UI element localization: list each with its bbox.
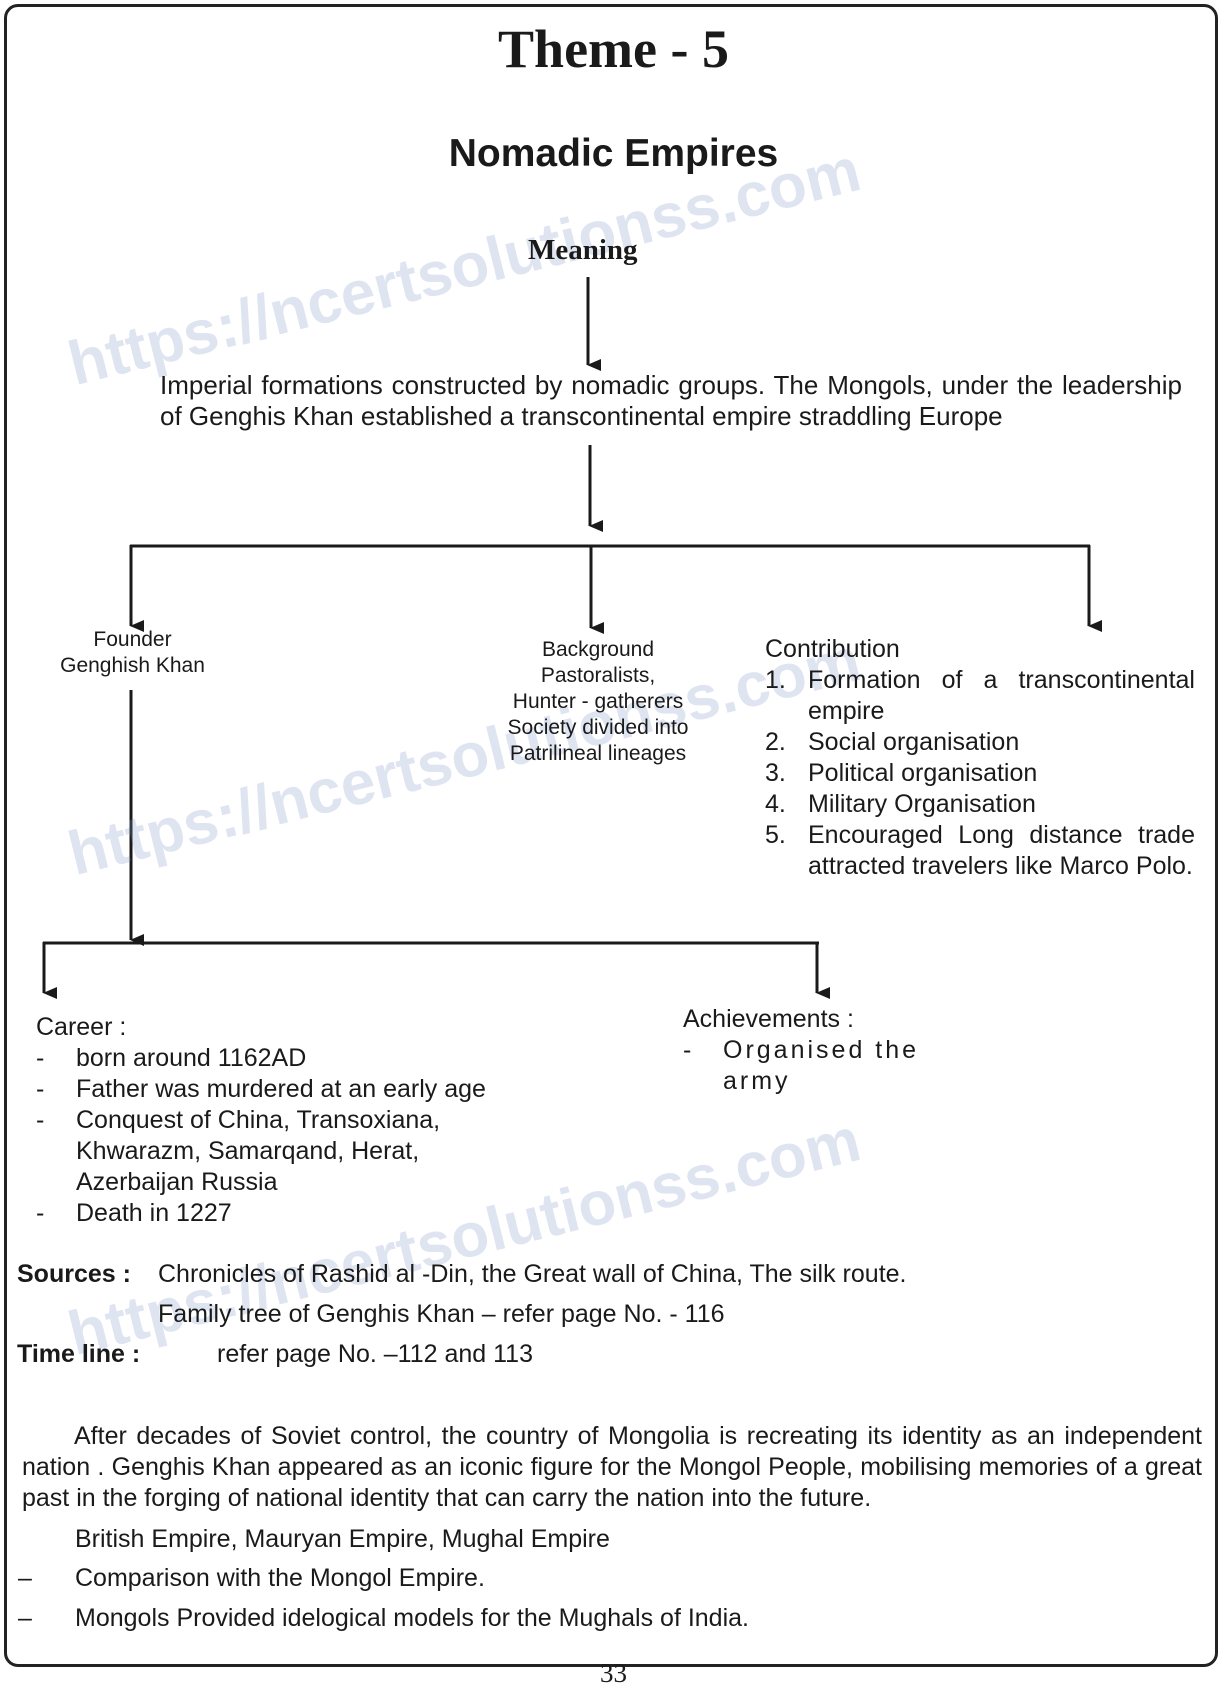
background-line: Hunter - gatherers <box>512 690 684 713</box>
background-line: Society divided into <box>507 716 689 739</box>
item-number: 5. <box>765 821 786 849</box>
item-number: 4. <box>765 790 786 818</box>
career-item: Conquest of China, Transoxiana, Khwarazm… <box>76 1106 441 1196</box>
empires-line: British Empire, Mauryan Empire, Mughal E… <box>75 1525 610 1553</box>
item-text: Formation of a transcontinental empire <box>808 666 1195 725</box>
founder-label: Founder <box>93 628 172 651</box>
list-item: -Father was murdered at an early age <box>36 1075 486 1103</box>
list-item: 5. Encouraged Long distance trade attrac… <box>765 820 1195 882</box>
list-item: – Comparison with the Mongol Empire. <box>18 1564 485 1592</box>
item-text: Encouraged Long distance trade attracted… <box>808 821 1195 880</box>
body-paragraph: After decades of Soviet control, the cou… <box>22 1422 1202 1512</box>
item-text: Social organisation <box>808 728 1020 756</box>
timeline-text: refer page No. –112 and 113 <box>217 1340 533 1368</box>
sources-label: Sources : <box>17 1260 131 1288</box>
list-item: 3. Political organisation <box>765 758 1195 789</box>
list-item: 1. Formation of a transcontinental empir… <box>765 665 1195 727</box>
sources-line: Chronicles of Rashid al -Din, the Great … <box>158 1260 907 1288</box>
achievements-title: Achievements : <box>683 1005 854 1033</box>
list-item: -born around 1162AD <box>36 1044 307 1072</box>
contribution-box: Contribution 1. Formation of a transcont… <box>765 634 1195 882</box>
item-text: Political organisation <box>808 759 1038 787</box>
career-item: born around 1162AD <box>76 1044 307 1072</box>
bullet-text: Mongols Provided idelogical models for t… <box>75 1604 749 1632</box>
list-item: 4. Military Organisation <box>765 789 1195 820</box>
career-item: Father was murdered at an early age <box>76 1075 486 1103</box>
contribution-title: Contribution <box>765 635 900 663</box>
list-item: -Organised the army <box>683 1035 983 1097</box>
bullet-text: Comparison with the Mongol Empire. <box>75 1564 485 1592</box>
item-number: 1. <box>765 666 786 694</box>
list-item: – Mongols Provided idelogical models for… <box>18 1604 749 1632</box>
item-number: 2. <box>765 728 786 756</box>
career-box: Career : -born around 1162AD -Father was… <box>36 1012 596 1229</box>
page-frame <box>4 4 1218 1667</box>
timeline-label: Time line : <box>17 1340 141 1368</box>
sources-section: Sources : Chronicles of Rashid al -Din, … <box>17 1259 1207 1370</box>
theme-heading: Theme - 5 <box>498 19 729 79</box>
item-text: Military Organisation <box>808 790 1036 818</box>
background-line: Pastoralists, <box>540 664 656 687</box>
background-line: Background <box>541 638 655 661</box>
page-number: 33 <box>600 1658 627 1688</box>
career-title: Career : <box>36 1013 127 1041</box>
founder-name: Genghish Khan <box>60 654 205 677</box>
meaning-label: Meaning <box>528 234 638 266</box>
achievement-item: Organised the army <box>723 1036 920 1095</box>
contribution-list: 1. Formation of a transcontinental empir… <box>765 665 1195 882</box>
meaning-text: Imperial formations constructed by nomad… <box>160 370 1182 431</box>
background-line: Patrilineal lineages <box>509 742 687 765</box>
list-item: -Death in 1227 <box>36 1199 232 1227</box>
career-item: Death in 1227 <box>76 1199 232 1227</box>
list-item: 2. Social organisation <box>765 727 1195 758</box>
bullet-list: – Comparison with the Mongol Empire. – M… <box>18 1563 1198 1634</box>
list-item: -Conquest of China, Transoxiana, Khwaraz… <box>36 1105 596 1198</box>
background-box: Background Pastoralists, Hunter - gather… <box>478 637 718 767</box>
sources-line: Family tree of Genghis Khan – refer page… <box>158 1300 725 1328</box>
item-number: 3. <box>765 759 786 787</box>
founder-box: Founder Genghish Khan <box>40 627 225 679</box>
achievements-box: Achievements : -Organised the army <box>683 1004 983 1097</box>
page-title: Nomadic Empires <box>448 132 779 175</box>
